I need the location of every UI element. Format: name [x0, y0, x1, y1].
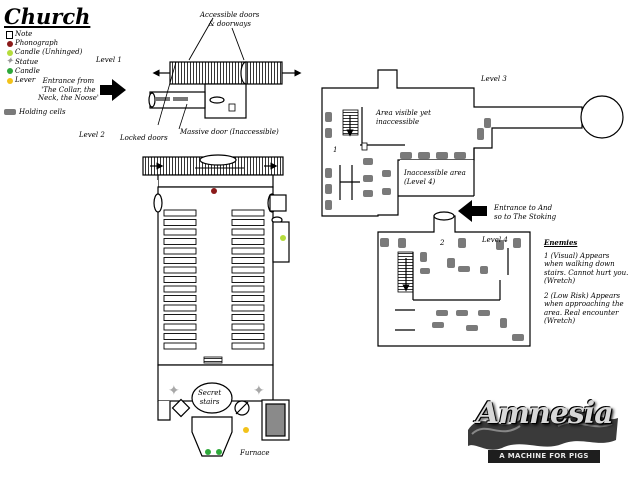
- pew: [231, 342, 265, 350]
- label-entrance-level1: Entrance from 'The Collar, the Neck, the…: [38, 77, 99, 102]
- legend-lever: Lever: [4, 76, 82, 85]
- enemies-heading: Enemies: [544, 238, 578, 247]
- label-massive-door: Massive door (Inaccessible): [180, 128, 279, 136]
- enemy-2: 2 (Low Risk) Appears when approaching th…: [544, 291, 624, 326]
- label-level2: Level 2: [79, 131, 105, 139]
- statue-icon: ✦: [5, 56, 14, 68]
- pew: [231, 228, 265, 236]
- label-level3: Level 3: [481, 75, 507, 83]
- pew: [163, 209, 197, 217]
- label-entrance-and: Entrance to And so to The Stoking: [494, 204, 557, 221]
- statue-icon: ✦: [253, 383, 265, 399]
- note-icon: [6, 30, 13, 39]
- level2-map: [142, 154, 290, 457]
- lever-icon: [243, 427, 249, 433]
- pew: [163, 304, 197, 312]
- label-secret-stairs: Secret stairs: [198, 389, 222, 406]
- candle-icon: [205, 449, 211, 455]
- pew: [231, 219, 265, 226]
- pew: [163, 295, 197, 302]
- pew: [231, 314, 265, 321]
- pew: [163, 285, 197, 293]
- statue-icon: ✦: [168, 383, 180, 399]
- level1-map: [148, 17, 302, 130]
- pew: [231, 276, 265, 283]
- holding-cells: [325, 112, 524, 341]
- label-locked-doors: Locked doors: [120, 134, 168, 142]
- pew: [231, 238, 265, 245]
- phonograph-icon: [211, 188, 217, 194]
- lever-icon: [6, 77, 13, 84]
- level4-map: [377, 211, 531, 347]
- label-accessible-doors: Accessible doors & doorways: [200, 11, 260, 28]
- legend: Note Phonograph Candle (Unhinged) ✦ Stat…: [4, 30, 82, 85]
- pew: [231, 323, 265, 331]
- enemy-1: 1 (Visual) Appears when walking down sta…: [544, 251, 629, 286]
- phonograph-icon: [6, 40, 13, 47]
- label-marker-1: 1: [333, 146, 338, 154]
- pew: [163, 228, 197, 236]
- label-level4: Level 4: [482, 236, 508, 244]
- label-area-visible: Area visible yet inaccessible: [376, 109, 431, 126]
- logo-ornament-icon: [468, 411, 618, 463]
- pew: [231, 285, 265, 293]
- pew: [163, 342, 197, 350]
- legend-phonograph: Phonograph: [4, 39, 82, 48]
- candle-unhinged-icon: [6, 49, 13, 56]
- arrow-entrance-level1-icon: [100, 79, 126, 101]
- legend-statue: ✦ Statue: [5, 56, 39, 68]
- candle-icon: [6, 68, 13, 75]
- pew: [163, 266, 197, 274]
- level3-map: [321, 69, 624, 217]
- pew: [231, 209, 265, 217]
- pew: [163, 314, 197, 321]
- label-furnace: Furnace: [240, 449, 270, 457]
- legend-holding-cells: Holding cells: [4, 108, 66, 117]
- holding-cell-icon: [4, 109, 16, 116]
- pew: [163, 276, 197, 283]
- pew: [163, 219, 197, 226]
- pew: [163, 323, 197, 331]
- logo-name: Amnesia: [476, 396, 614, 431]
- candle-icon: [216, 449, 222, 455]
- pew: [231, 333, 265, 340]
- pew: [231, 295, 265, 302]
- pew: [163, 238, 197, 245]
- pew: [163, 257, 197, 264]
- label-level1: Level 1: [96, 56, 122, 64]
- pew: [231, 304, 265, 312]
- pew: [231, 247, 265, 255]
- pew: [231, 266, 265, 274]
- arrow-entrance-and-icon: [458, 200, 487, 222]
- legend-note: Note: [4, 30, 82, 39]
- label-marker-2: 2: [440, 239, 445, 247]
- pew: [163, 247, 197, 255]
- candle-unhinged-icon: [280, 235, 286, 241]
- legend-candle-unhinged: Candle (Unhinged): [4, 48, 82, 57]
- pew: [163, 333, 197, 340]
- pew: [231, 257, 265, 264]
- label-inaccessible-area: Inaccessible area (Level 4): [404, 169, 466, 186]
- enemies-panel: Enemies 1 (Visual) Appears when walking …: [544, 238, 629, 326]
- page-title: Church: [4, 4, 91, 29]
- legend-candle: Candle: [4, 67, 82, 76]
- amnesia-logo: Amnesia A MACHINE FOR PIGS: [462, 378, 622, 470]
- logo-tagline: A MACHINE FOR PIGS: [499, 452, 589, 460]
